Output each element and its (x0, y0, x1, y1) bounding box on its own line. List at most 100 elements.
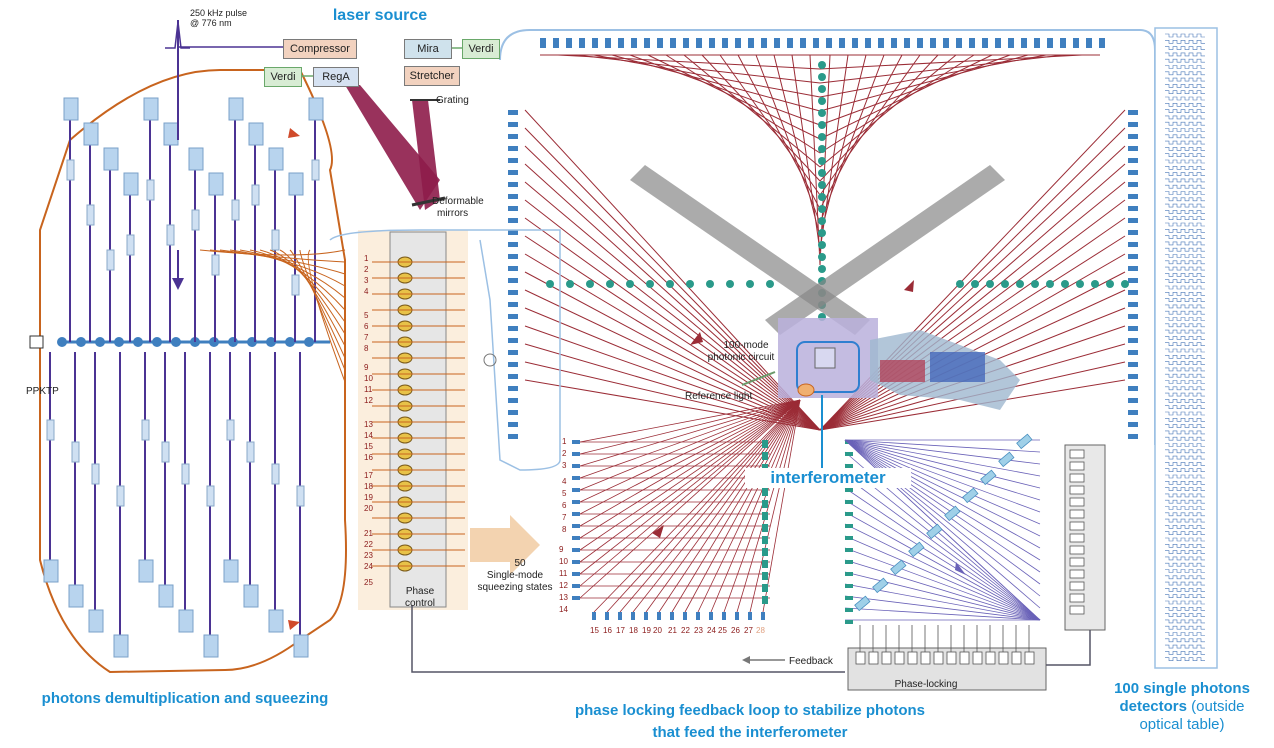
snspd-meander (1165, 216, 1205, 220)
waveguide-lower (619, 399, 801, 613)
snspd-meander (1165, 197, 1205, 202)
chip-icon (814, 347, 836, 369)
waveguide (819, 54, 1011, 126)
waveguide (524, 109, 821, 431)
snspd-meander (1165, 159, 1205, 164)
mode-number: 7 (562, 513, 567, 522)
detector-tooth (956, 38, 962, 48)
waveguide (575, 54, 821, 84)
snspd-meander (1165, 544, 1205, 548)
waveguide (819, 54, 1047, 98)
reference-light-path (741, 371, 776, 386)
beamsplitter-node (818, 145, 826, 153)
detector-tooth (1128, 362, 1138, 367)
ppktp-crystal (66, 159, 75, 181)
port-tooth (592, 612, 596, 620)
waveguide-blue (844, 439, 1041, 453)
waveguide-blue (844, 439, 1041, 597)
grating-label: Grating (436, 95, 469, 106)
detector-tooth (508, 386, 518, 391)
beamsplitter-node (818, 265, 826, 273)
splitter-tile (268, 147, 284, 171)
detector-tooth (1034, 38, 1040, 48)
feedback-loop (411, 605, 845, 673)
splitter-tile (143, 97, 159, 121)
port-tooth (762, 596, 768, 604)
verdi-left-box: Verdi (264, 67, 302, 87)
mode-number: 13 (559, 593, 568, 602)
waveguide-blue (844, 439, 1041, 549)
snspd-meander (1165, 525, 1205, 529)
waveguide-lower (762, 399, 801, 613)
snspd-meander (1165, 40, 1205, 44)
deformable-mirror (411, 196, 446, 207)
snspd-meander (1165, 487, 1205, 491)
bus-node (133, 337, 143, 347)
pulse-label-2: @ 776 nm (190, 18, 232, 28)
detector-tooth (800, 38, 806, 48)
beamsplitter-node (606, 280, 614, 288)
waveguide (524, 253, 821, 431)
snspd-meander (1165, 96, 1205, 101)
waveguide-blue (844, 511, 1041, 621)
locking-detector (1069, 485, 1085, 495)
snspd-meander (1165, 172, 1205, 176)
snspd-meander (1165, 531, 1205, 535)
waveguide-lower (593, 399, 801, 613)
detector-tooth (592, 38, 598, 48)
port-tooth (572, 500, 580, 504)
detector-tooth (1128, 146, 1138, 151)
mode-number: 25 (718, 626, 727, 635)
snspd-meander (1165, 399, 1205, 403)
snspd-meander (1165, 632, 1205, 636)
port-tooth (845, 584, 853, 588)
phase-control-label-1: Phase (405, 586, 435, 597)
squeezing-arrow (470, 515, 540, 575)
splitter-tile (113, 634, 129, 658)
detector-tooth (1128, 398, 1138, 403)
snspd-meander (1165, 342, 1205, 346)
snspd-meander (1165, 329, 1205, 334)
mode-number: 10 (559, 557, 568, 566)
waveguide-lower (579, 399, 801, 479)
channel-number: 6 (364, 322, 369, 331)
beam-path (345, 85, 440, 210)
splitter-tile (83, 122, 99, 146)
detector-tooth (1128, 278, 1138, 283)
port-tooth (845, 500, 853, 504)
snspd-meander (1165, 449, 1205, 454)
detector-tooth (508, 398, 518, 403)
waveguide-lower (579, 399, 801, 455)
splitter-tile (188, 147, 204, 171)
waveguide-lower (684, 399, 801, 613)
detector-tooth (995, 38, 1001, 48)
snspd-meander (1165, 518, 1205, 523)
detector-tooth (787, 38, 793, 48)
channel-number: 5 (364, 311, 369, 320)
fiber-arrow (288, 128, 300, 138)
snspd-meander (1165, 58, 1205, 63)
detector-tooth (1073, 38, 1079, 48)
squeezing-label-1: 50 (514, 558, 526, 569)
port-tooth (845, 464, 853, 468)
beamsplitter-node (818, 133, 826, 141)
beamsplitter-node (706, 280, 714, 288)
beamsplitter-node (686, 280, 694, 288)
detector-tooth (1060, 38, 1066, 48)
snspd-meander (1165, 298, 1205, 302)
beamsplitter-node (818, 253, 826, 261)
detector-tooth (1086, 38, 1092, 48)
port-tooth (762, 440, 768, 448)
snspd-meander (1165, 140, 1205, 145)
snspd-meander (1165, 65, 1205, 69)
port-tooth (735, 612, 739, 620)
detector-tooth (943, 38, 949, 48)
waveguide (524, 127, 821, 431)
detector-tooth (1008, 38, 1014, 48)
snspd-meander (1165, 556, 1205, 561)
port-tooth (748, 612, 752, 620)
bus-node (171, 337, 181, 347)
detector-tooth (508, 266, 518, 271)
snspd-meander (1165, 84, 1205, 88)
beamsplitter-node (818, 109, 826, 117)
